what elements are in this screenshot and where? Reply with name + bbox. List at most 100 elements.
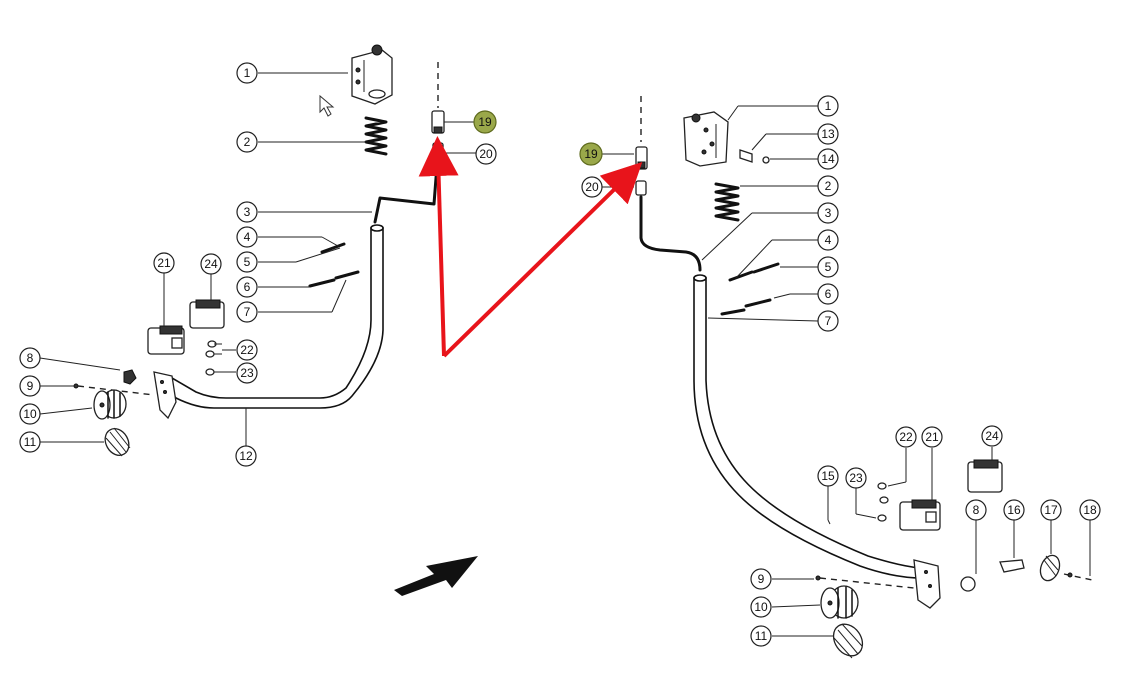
callout-5-right: 5 — [817, 256, 839, 278]
callout-11-left: 11 — [19, 431, 41, 453]
right-part-21-switch — [899, 499, 941, 531]
callout-7-right: 7 — [817, 310, 839, 332]
left-pedal-plate — [153, 371, 177, 420]
callout-10-left: 10 — [19, 403, 41, 425]
right-assembly — [635, 96, 1093, 659]
mouse-cursor-icon — [319, 94, 335, 117]
callout-1-left: 1 — [236, 62, 258, 84]
right-part-16-clip — [999, 559, 1025, 573]
callout-13-right: 13 — [817, 123, 839, 145]
callout-8-right: 8 — [965, 499, 987, 521]
right-part-15-lever — [693, 277, 923, 579]
callout-15-right: 15 — [817, 465, 839, 487]
callout-24-left: 24 — [200, 253, 222, 275]
callout-19-right-highlighted: 19 — [579, 142, 603, 166]
red-arrow-to-left-part-19 — [418, 136, 459, 357]
callout-10-right: 10 — [750, 596, 772, 618]
svg-text:1: 1 — [825, 99, 832, 113]
right-part-11-pad — [832, 623, 864, 659]
left-part-24-cover — [189, 299, 225, 329]
svg-text:22: 22 — [240, 343, 254, 357]
callout-21-left: 21 — [153, 252, 175, 274]
svg-text:5: 5 — [244, 255, 251, 269]
right-screws-22-23 — [877, 482, 889, 522]
callout-23-right: 23 — [845, 467, 867, 489]
svg-text:6: 6 — [244, 280, 251, 294]
svg-text:1: 1 — [244, 66, 251, 80]
right-part-17-disc — [1039, 554, 1061, 582]
right-part-2-spring — [714, 180, 740, 226]
callout-4-left: 4 — [236, 226, 258, 248]
red-arrow-to-right-part-19 — [442, 162, 643, 358]
svg-text:8: 8 — [973, 503, 980, 517]
callout-23-left: 23 — [236, 362, 258, 384]
right-part-1-bracket — [683, 111, 729, 167]
right-parts-13-14 — [739, 149, 770, 164]
callout-1-right: 1 — [817, 95, 839, 117]
left-part-3-rod — [373, 150, 440, 224]
right-part-3-rod — [639, 195, 702, 272]
svg-text:9: 9 — [27, 379, 34, 393]
svg-text:19: 19 — [584, 147, 598, 161]
svg-text:20: 20 — [479, 147, 493, 161]
callout-22-left: 22 — [236, 339, 258, 361]
svg-text:7: 7 — [244, 305, 251, 319]
left-part-1-bracket — [351, 44, 393, 105]
callout-20-left: 20 — [475, 143, 497, 165]
svg-text:4: 4 — [825, 233, 832, 247]
svg-text:10: 10 — [23, 407, 37, 421]
svg-text:18: 18 — [1083, 503, 1097, 517]
svg-text:24: 24 — [985, 429, 999, 443]
callout-9-left: 9 — [19, 375, 41, 397]
callout-22-right: 22 — [895, 426, 917, 448]
svg-text:19: 19 — [478, 115, 492, 129]
callout-12-left: 12 — [235, 445, 257, 467]
callout-18-right: 18 — [1079, 499, 1101, 521]
svg-text:2: 2 — [825, 179, 832, 193]
svg-text:3: 3 — [244, 205, 251, 219]
right-part-9-screw — [819, 577, 915, 589]
right-part-18-pin — [1063, 572, 1093, 581]
svg-text:2: 2 — [244, 135, 251, 149]
svg-text:10: 10 — [754, 600, 768, 614]
svg-text:17: 17 — [1044, 503, 1058, 517]
svg-text:24: 24 — [204, 257, 218, 271]
left-part-11-pad — [104, 427, 131, 457]
svg-text:21: 21 — [157, 256, 171, 270]
svg-text:16: 16 — [1007, 503, 1021, 517]
svg-text:23: 23 — [849, 471, 863, 485]
right-pedal-plate — [913, 559, 941, 609]
left-part-8-nut — [123, 369, 137, 385]
callout-5-left: 5 — [236, 251, 258, 273]
svg-text:6: 6 — [825, 287, 832, 301]
svg-text:20: 20 — [585, 180, 599, 194]
svg-text:9: 9 — [758, 572, 765, 586]
svg-text:11: 11 — [24, 435, 37, 449]
svg-text:21: 21 — [925, 430, 939, 444]
svg-text:8: 8 — [27, 351, 34, 365]
left-part-21-switch — [147, 325, 185, 355]
svg-text:5: 5 — [825, 260, 832, 274]
callout-8-left: 8 — [19, 347, 41, 369]
callout-17-right: 17 — [1040, 499, 1062, 521]
svg-text:15: 15 — [821, 469, 835, 483]
right-part-8-nut — [960, 576, 976, 592]
callout-16-right: 16 — [1003, 499, 1025, 521]
callout-4-right: 4 — [817, 229, 839, 251]
svg-text:11: 11 — [755, 629, 768, 643]
svg-text:22: 22 — [899, 430, 913, 444]
callout-21-right: 21 — [921, 426, 943, 448]
callout-6-right: 6 — [817, 283, 839, 305]
callout-2-right: 2 — [817, 175, 839, 197]
callout-11-right: 11 — [750, 625, 772, 647]
left-part-19-tip — [433, 126, 443, 134]
red-annotation-arrows — [418, 136, 643, 358]
callout-19-left-highlighted: 19 — [473, 110, 497, 134]
callout-24-right: 24 — [981, 425, 1003, 447]
callout-7-left: 7 — [236, 301, 258, 323]
svg-text:3: 3 — [825, 206, 832, 220]
svg-text:23: 23 — [240, 366, 254, 380]
right-part-20-clip — [635, 180, 647, 196]
svg-text:7: 7 — [825, 314, 832, 328]
